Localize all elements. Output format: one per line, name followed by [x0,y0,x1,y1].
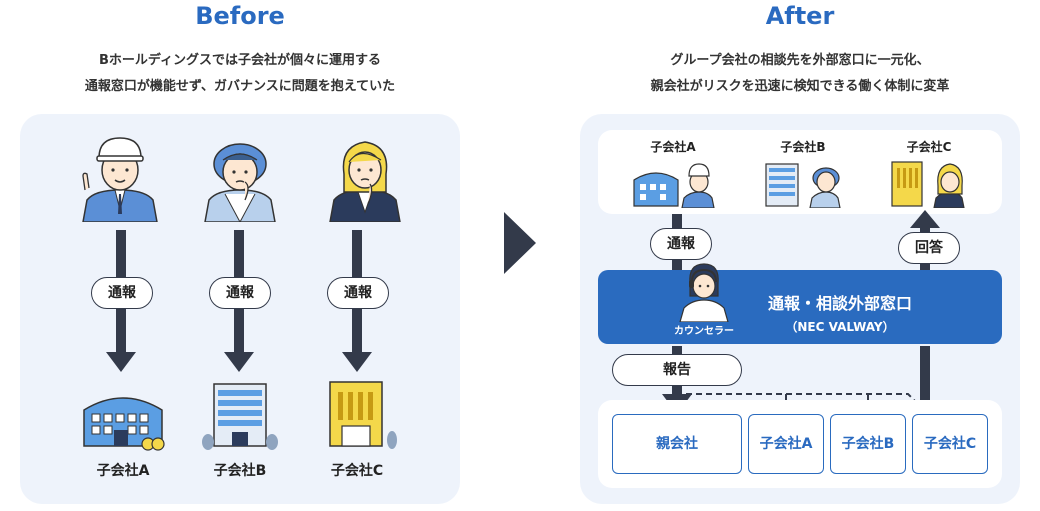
subsidiary-c-building-worker-icon [891,161,965,208]
before-report-pill-b: 通報 [209,277,271,309]
before-report-pill-c: 通報 [327,277,389,309]
transition-arrow-icon [504,212,536,274]
hub-title: 通報・相談外部窓口 [767,294,912,313]
building-c-icon [329,381,397,449]
before-description-line1: Bホールディングスでは子会社が個々に運用する [99,53,381,68]
before-heading: Before [195,2,285,30]
after-heading: After [765,2,835,30]
woman-in-suit-icon [329,141,401,222]
before-company-b-label: 子会社B [213,463,267,479]
before-description-line2: 通報窓口が機能せず、ガバナンスに問題を抱えていた [84,79,396,94]
after-top-company-a-label: 子会社A [650,140,696,154]
building-b-icon [202,383,278,450]
after-notify-pill: 報告 [612,354,742,386]
after-report-pill: 通報 [650,228,712,260]
after-description-line2: 親会社がリスクを迅速に検知できる働く体制に変革 [650,79,950,94]
woman-thinking-icon [204,143,276,222]
subsidiary-b-building-worker-icon [765,163,841,208]
after-description-line1: グループ会社の相談先を外部窓口に一元化、 [670,53,930,68]
external-hotline-hub [598,270,1002,344]
destination-subsidiary-b: 子会社B [830,414,906,474]
before-report-pill-a: 通報 [91,277,153,309]
before-company-a-label: 子会社A [96,463,150,479]
worker-with-helmet-icon [82,137,158,222]
subsidiary-a-building-worker-icon [633,163,715,208]
building-a-icon [83,397,165,451]
destination-parent-company: 親会社 [612,414,742,474]
destination-subsidiary-c: 子会社C [912,414,988,474]
counselor-icon [679,263,729,322]
hub-subtitle: （NEC VALWAY） [785,320,895,334]
after-top-company-c-label: 子会社C [906,140,952,154]
destination-subsidiary-a: 子会社A [748,414,824,474]
before-company-c-label: 子会社C [330,463,384,479]
after-answer-pill: 回答 [898,232,960,264]
counselor-label: カウンセラー [674,326,734,337]
after-top-company-b-label: 子会社B [780,140,826,154]
